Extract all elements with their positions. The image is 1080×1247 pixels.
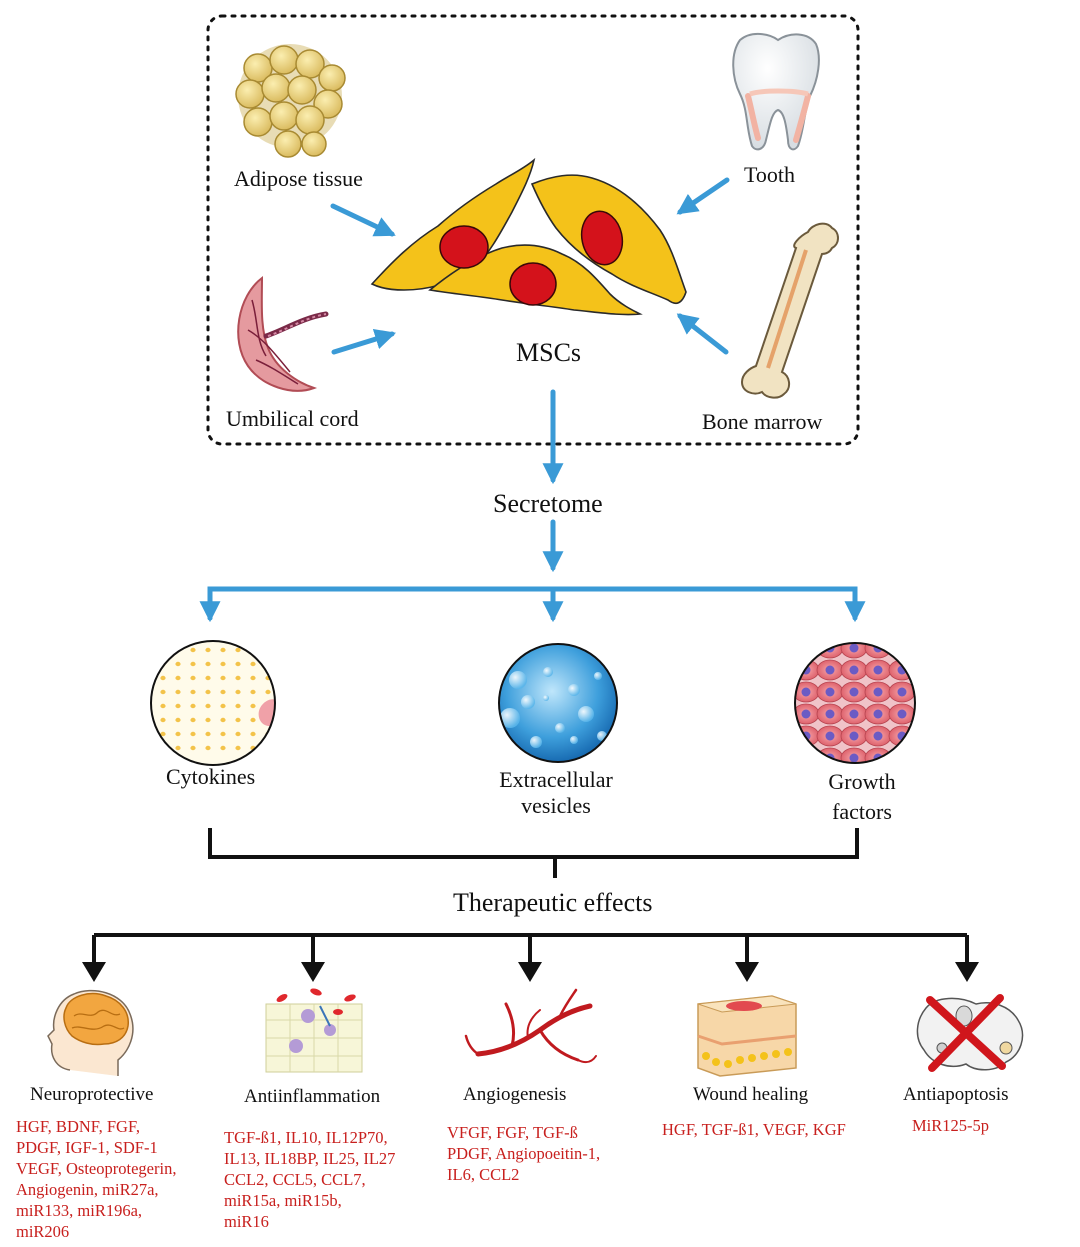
molecule-line: PDGF, IGF-1, SDF-1 — [16, 1138, 158, 1157]
molecules-antiapoptosis: MiR125-5p — [912, 1115, 989, 1136]
neuroprotective-arrow — [82, 962, 106, 982]
molecule-line: HGF, TGF-ß1, VEGF, KGF — [662, 1120, 846, 1139]
extracellular-vesicles-label: Extracellular vesicles — [499, 767, 613, 818]
growth-factors-icon — [794, 642, 916, 764]
effects-tree — [92, 933, 969, 962]
adipose-tissue-icon — [235, 44, 346, 158]
bone-marrow-to-msc-arrow — [676, 313, 729, 355]
antiinflammation-arrow — [301, 962, 325, 982]
molecule-line: VEGF, Osteoprotegerin, — [16, 1159, 177, 1178]
adipose-to-msc-arrow — [330, 203, 396, 237]
secretome-branch — [199, 586, 866, 623]
therapeutic-effects-label: Therapeutic effects — [453, 888, 653, 917]
mscs-label: MSCs — [516, 338, 582, 367]
inflammation-icon — [265, 988, 363, 1073]
tooth-icon — [732, 33, 820, 151]
molecule-line: miR16 — [224, 1212, 269, 1231]
effect-title-antiinflammation: Antiinflammation — [244, 1086, 381, 1107]
molecule-line: PDGF, Angiopoeitin-1, — [447, 1144, 601, 1163]
molecule-line: miR206 — [16, 1222, 70, 1241]
angiogenesis-arrow — [518, 962, 542, 982]
molecules-neuroprotective: HGF, BDNF, FGF, PDGF, IGF-1, SDF-1 VEGF,… — [16, 1116, 176, 1242]
effect-title-neuroprotective: Neuroprotective — [30, 1084, 154, 1105]
effect-title-antiapoptosis: Antiapoptosis — [903, 1084, 1009, 1105]
wound-healing-arrow — [735, 962, 759, 982]
tooth-label: Tooth — [744, 162, 796, 187]
growth-factors-label: Growth factors — [828, 769, 896, 824]
molecule-line: IL13, IL18BP, IL25, IL27 — [224, 1149, 396, 1168]
umbilical-cord-label: Umbilical cord — [226, 406, 359, 431]
extracellular-vesicles-icon — [498, 643, 618, 763]
sources-box — [206, 14, 860, 446]
molecule-line: HGF, BDNF, FGF, — [16, 1117, 140, 1136]
molecule-line: CCL2, CCL5, CCL7, — [224, 1170, 366, 1189]
molecule-line: miR15a, miR15b, — [224, 1191, 342, 1210]
therapeutic-bracket — [208, 828, 859, 878]
molecules-wound-healing: HGF, TGF-ß1, VEGF, KGF — [662, 1119, 846, 1140]
molecule-line: TGF-ß1, IL10, IL12P70, — [224, 1128, 388, 1147]
molecule-line: MiR125-5p — [912, 1116, 990, 1135]
msc-cells-icon — [370, 157, 687, 316]
tooth-to-msc-arrow — [676, 177, 730, 215]
brain-head-icon — [47, 989, 134, 1076]
adipose-tissue-label: Adipose tissue — [234, 166, 363, 191]
effect-title-wound-healing: Wound healing — [693, 1084, 809, 1105]
umbilical-cord-icon — [237, 275, 329, 392]
umbilical-to-msc-arrow — [331, 328, 397, 355]
cytokines-label: Cytokines — [166, 764, 256, 789]
bone-marrow-label: Bone marrow — [702, 409, 823, 434]
molecules-antiinflammation: TGF-ß1, IL10, IL12P70, IL13, IL18BP, IL2… — [224, 1127, 395, 1232]
apoptosis-crossed-icon — [916, 994, 1024, 1072]
molecules-angiogenesis: VFGF, FGF, TGF-ß PDGF, Angiopoeitin-1, I… — [447, 1122, 600, 1185]
secretome-label: Secretome — [493, 489, 603, 518]
molecule-line: Angiogenin, miR27a, — [16, 1180, 159, 1199]
molecule-line: miR133, miR196a, — [16, 1201, 143, 1220]
bone-icon — [740, 222, 839, 399]
blood-vessel-icon — [464, 988, 597, 1064]
cytokines-icon — [150, 640, 276, 766]
effect-title-angiogenesis: Angiogenesis — [463, 1084, 567, 1105]
skin-wound-icon — [697, 995, 797, 1077]
molecule-line: IL6, CCL2 — [447, 1165, 520, 1184]
antiapoptosis-arrow — [955, 962, 979, 982]
molecule-line: VFGF, FGF, TGF-ß — [447, 1123, 578, 1142]
